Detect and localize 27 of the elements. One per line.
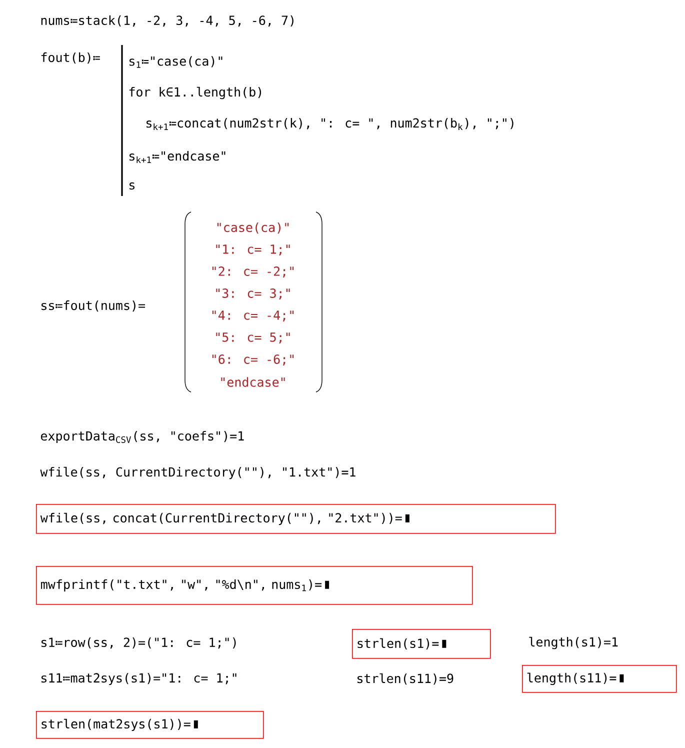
- expression: length(s1)=1: [529, 636, 618, 650]
- expression: ss≔fout(nums)=: [42, 300, 146, 312]
- matrix-entry: "endcase": [221, 377, 285, 387]
- program-line: s$_{1}$≔"case(ca)": [130, 56, 222, 68]
- formula-box: mwfprintf("t.txt", "w", "%d\n", nums$_{1}$)=: [36, 566, 473, 605]
- program-line: s$_{k+1}$≔concat(num2str(k), ": c= ", num2str(b$_{k}$), ";"): [146, 118, 514, 130]
- program-line: s$_{k+1}$≔"endcase": [130, 151, 226, 164]
- expression: wfile(ss, CurrentDirectory(""), "1.txt")=1: [40, 466, 356, 480]
- expression: fout(b)≔: [41, 52, 100, 64]
- matrix-entry: "4: c= -4;": [212, 310, 294, 322]
- matrix-entry: "5: c= 5;": [216, 332, 290, 344]
- expression: nums≔stack(1, -2, 3, -4, 5, -6, 7): [41, 15, 294, 27]
- formula-box: length(s11)=: [522, 665, 677, 693]
- program-line: s: [130, 182, 134, 190]
- program-line: for k∈1..length(b): [129, 86, 262, 100]
- matrix-entry: "6: c= -6;": [212, 354, 294, 366]
- matrix-entry: "3: c= 3;": [216, 288, 290, 300]
- formula-box: wfile(ss, concat(CurrentDirectory(""), "2.txt"))=: [36, 504, 556, 534]
- matrix-entry: "case(ca)": [217, 222, 289, 234]
- matrix-entry: "1: c= 1;": [216, 244, 290, 256]
- expression: s1≔row(ss, 2)=("1: c= 1;"): [42, 637, 236, 649]
- formula-box: strlen(mat2sys(s1))=: [36, 711, 264, 739]
- expression: s11≔mat2sys(s1)="1: c= 1;": [42, 672, 236, 686]
- expression: exportData$_{CSV}$(ss, "coefs")=1: [40, 430, 244, 444]
- matrix-entry: "2: c= -2;": [212, 266, 294, 278]
- expression: strlen(s11)=9: [358, 673, 454, 685]
- formula-box: strlen(s1)=: [352, 629, 491, 659]
